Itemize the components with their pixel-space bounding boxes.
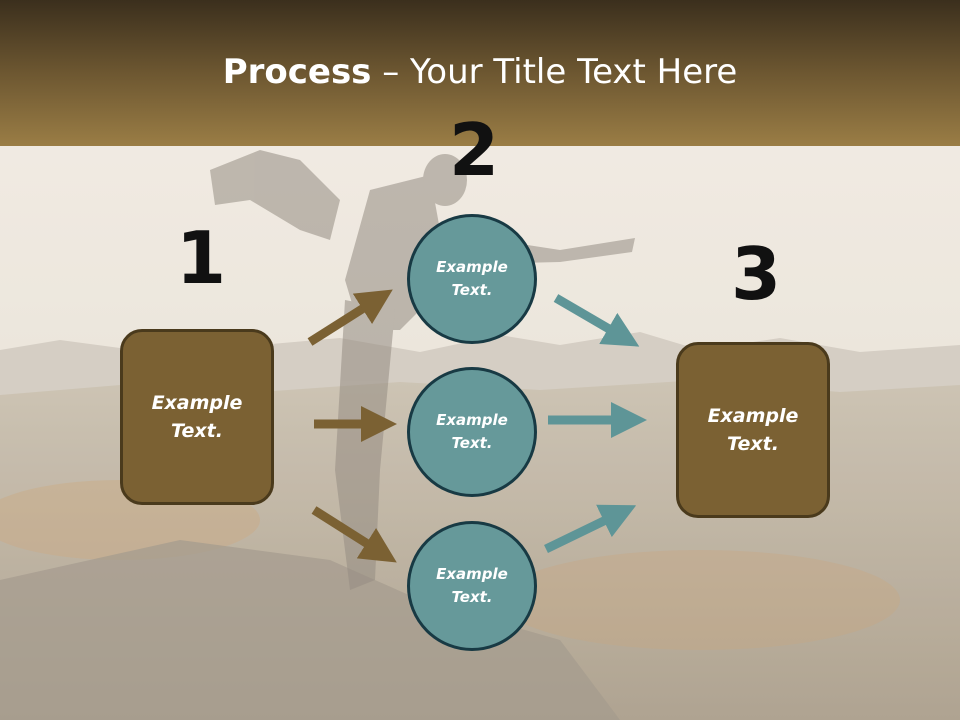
arrow-from-circle-1: [553, 294, 640, 347]
arrow-to-circle-1: [307, 289, 393, 346]
arrow-to-circle-3: [311, 506, 397, 563]
step-number-1: 1: [176, 216, 227, 300]
circle-2: Example Text.: [407, 367, 537, 497]
circle-3-text: Example Text.: [436, 564, 508, 606]
circle-1: Example Text.: [407, 214, 537, 344]
title-rest: – Your Title Text Here: [371, 52, 738, 92]
step-1-text: Example Text.: [151, 391, 243, 443]
page-title: Process – Your Title Text Here: [0, 52, 960, 92]
step-number-2: 2: [449, 108, 500, 192]
step-3-text: Example Text.: [707, 404, 799, 456]
step-1-box: Example Text.: [120, 329, 274, 505]
title-bar: Process – Your Title Text Here: [0, 0, 960, 146]
step-number-3: 3: [731, 232, 782, 316]
circle-3: Example Text.: [407, 521, 537, 651]
title-bold: Process: [222, 52, 372, 92]
circle-2-text: Example Text.: [436, 410, 508, 452]
arrow-from-circle-3: [544, 504, 637, 554]
circle-1-text: Example Text.: [436, 257, 508, 299]
step-3-box: Example Text.: [676, 342, 830, 518]
